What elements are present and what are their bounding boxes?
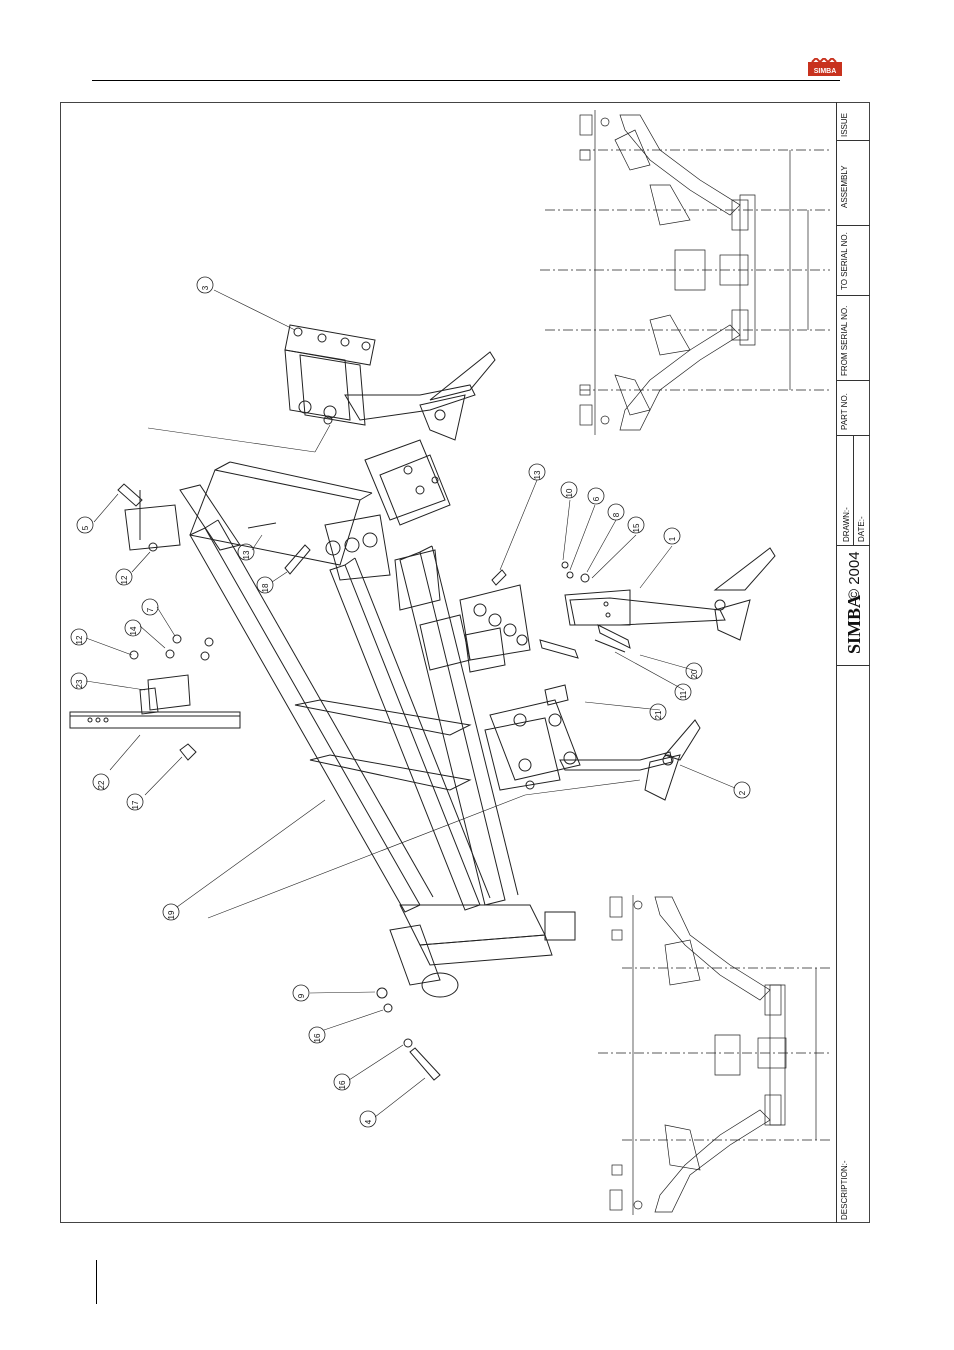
footer-rule — [96, 1260, 97, 1304]
plan-view-three-leg — [598, 895, 830, 1215]
svg-text:16: 16 — [313, 1033, 322, 1042]
svg-text:2: 2 — [738, 790, 747, 795]
svg-text:3: 3 — [201, 285, 210, 290]
leader-lines — [86, 290, 735, 1117]
svg-text:5: 5 — [81, 525, 90, 530]
svg-text:23: 23 — [75, 679, 84, 688]
frame-bracket-upper — [325, 440, 450, 610]
svg-text:14: 14 — [129, 626, 138, 635]
rear-leg-assembly — [285, 325, 495, 440]
svg-text:1: 1 — [668, 536, 677, 541]
svg-text:7: 7 — [146, 607, 155, 612]
svg-text:12: 12 — [75, 635, 84, 644]
callout-bubbles — [71, 277, 750, 1127]
front-right-leg — [485, 700, 700, 800]
svg-text:20: 20 — [690, 669, 699, 678]
svg-text:13: 13 — [533, 470, 542, 479]
svg-text:17: 17 — [131, 800, 140, 809]
svg-text:12: 12 — [120, 575, 129, 584]
svg-text:22: 22 — [97, 780, 106, 789]
svg-text:15: 15 — [632, 523, 641, 532]
svg-text:8: 8 — [612, 512, 621, 517]
svg-text:13: 13 — [242, 550, 251, 559]
svg-text:21: 21 — [654, 710, 663, 719]
centre-leg — [565, 548, 775, 640]
hitch-parts — [70, 490, 240, 728]
loose-fixings — [118, 484, 630, 1080]
svg-text:4: 4 — [364, 1119, 373, 1124]
plan-view-five-leg — [540, 110, 830, 435]
svg-text:10: 10 — [565, 488, 574, 497]
svg-text:18: 18 — [261, 583, 270, 592]
main-frame — [180, 462, 575, 997]
svg-text:11: 11 — [679, 690, 688, 699]
svg-text:6: 6 — [592, 496, 601, 501]
svg-text:19: 19 — [167, 910, 176, 919]
svg-text:16: 16 — [338, 1080, 347, 1089]
frame-bracket-middle — [420, 585, 530, 672]
svg-text:9: 9 — [297, 993, 306, 998]
